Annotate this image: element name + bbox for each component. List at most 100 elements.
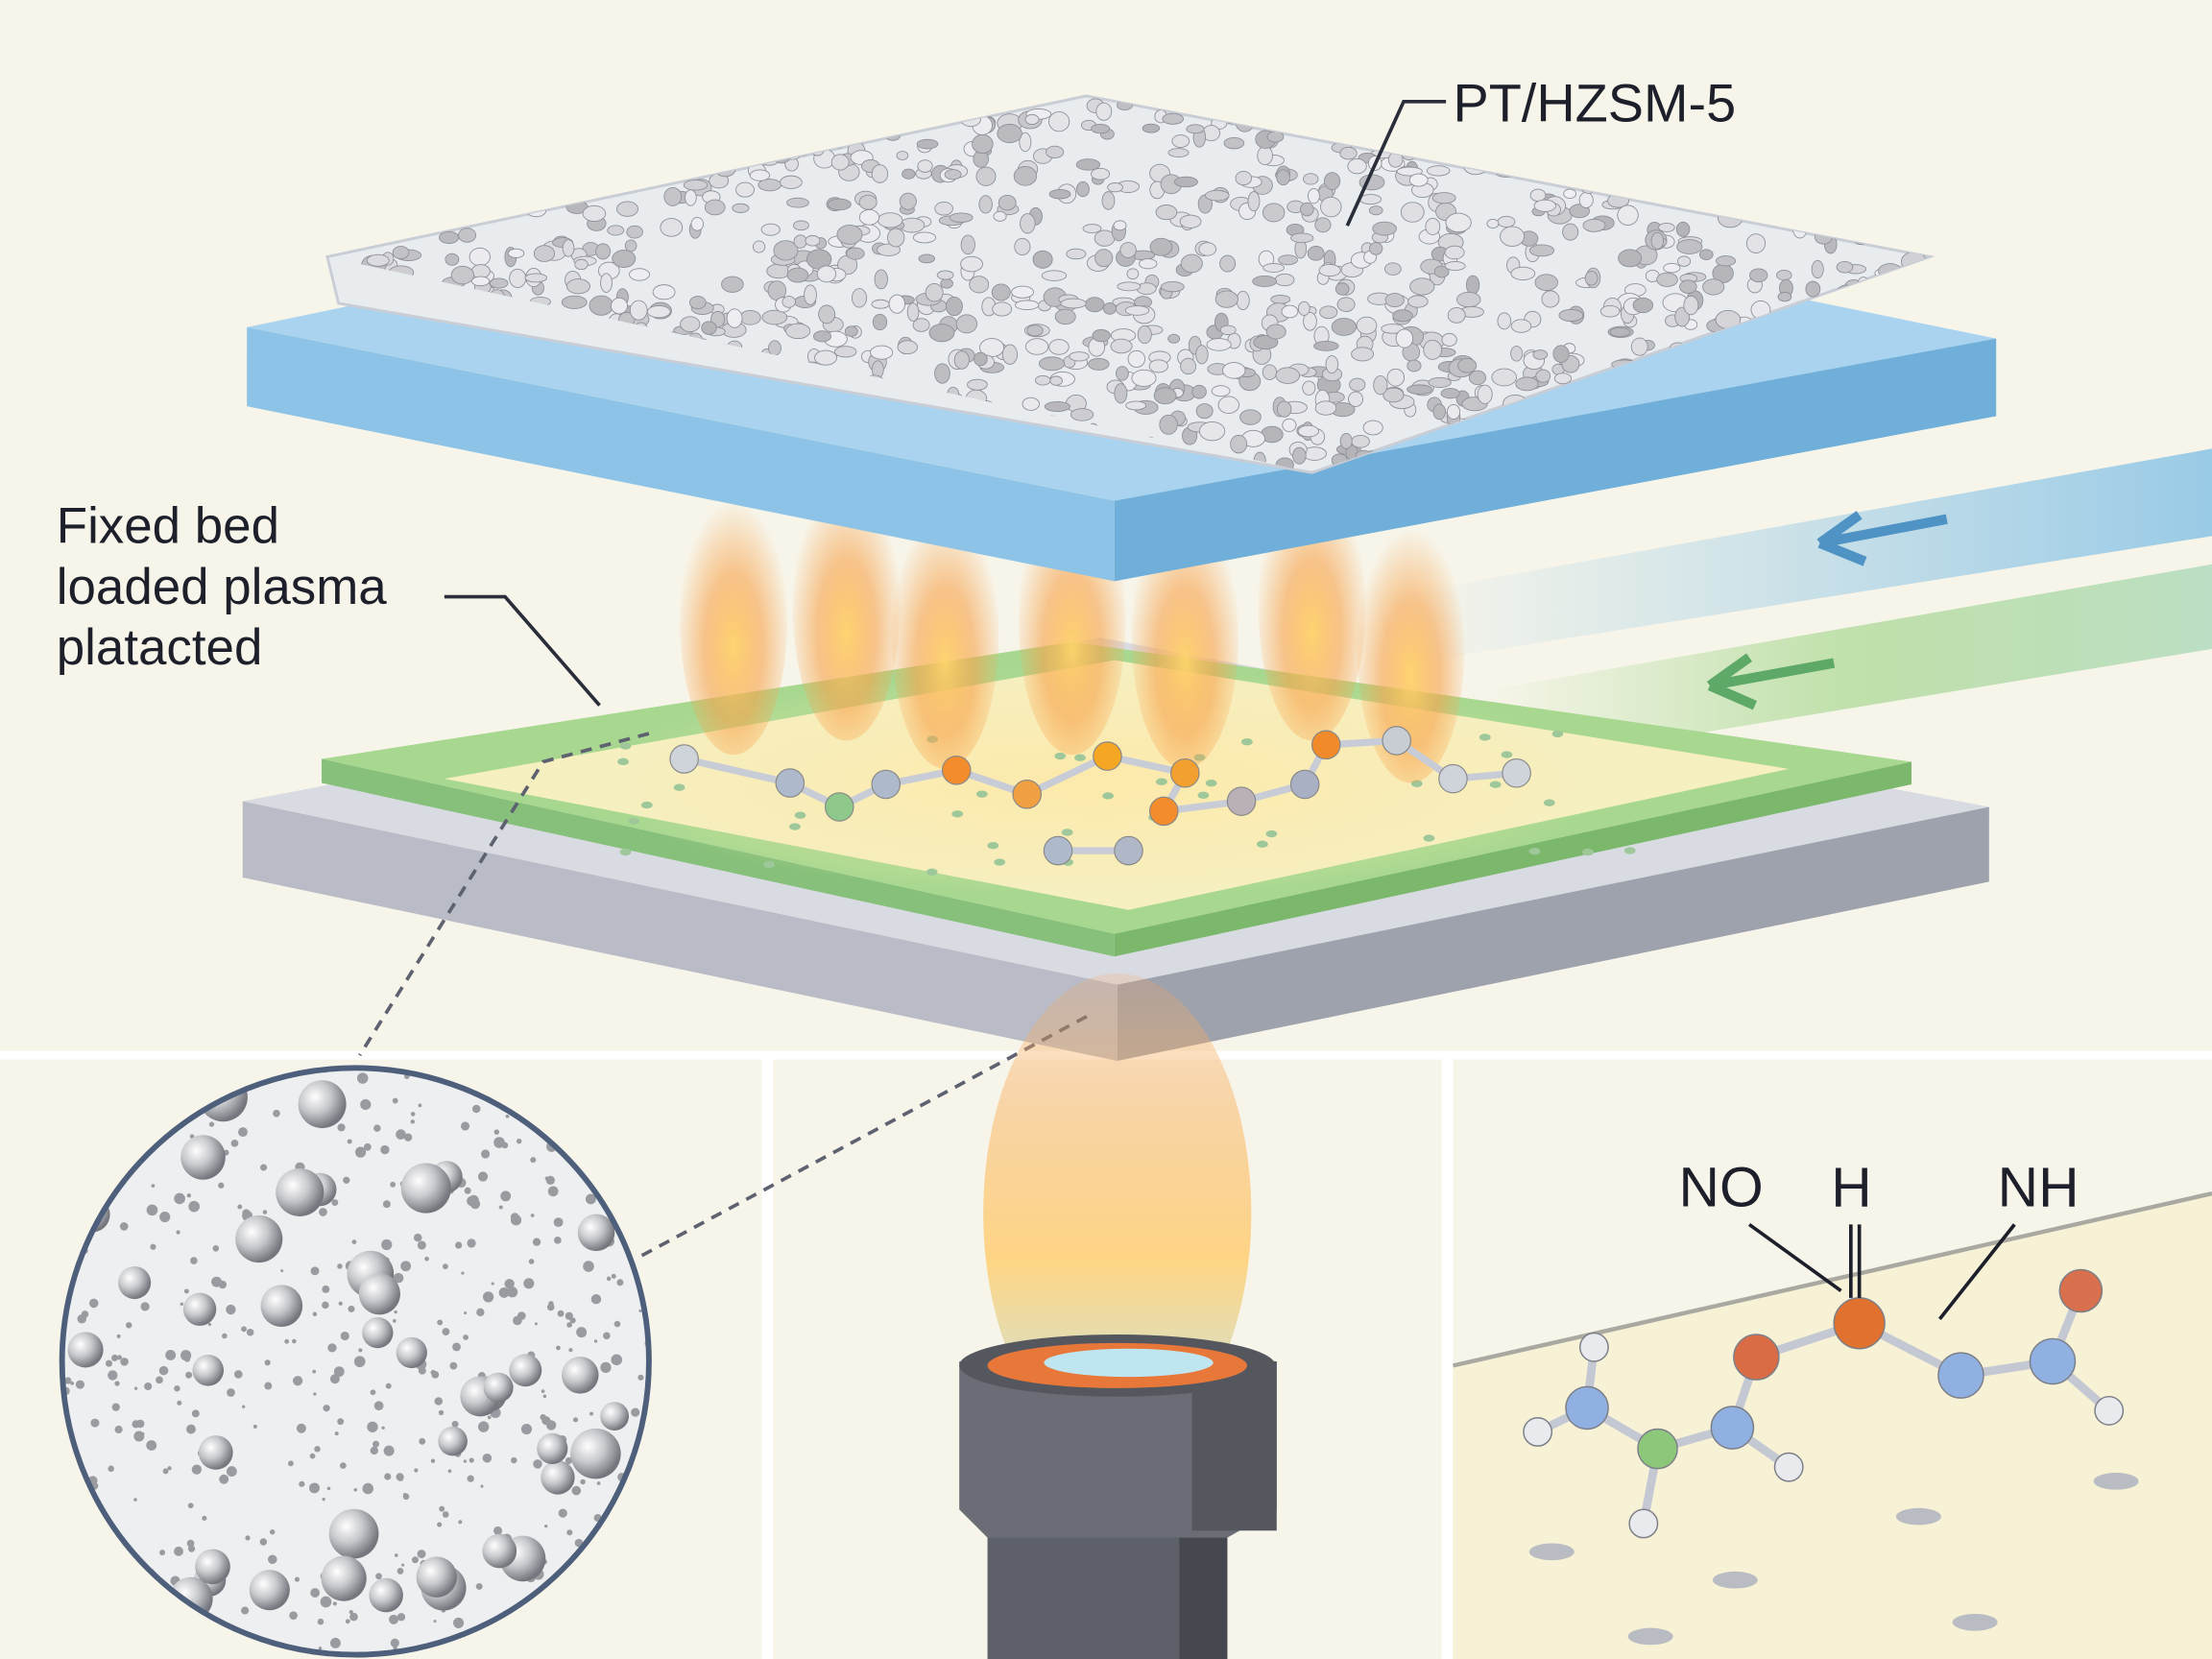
- granule: [474, 173, 492, 193]
- granule: [1276, 400, 1292, 418]
- granule: [410, 153, 437, 166]
- speck: [176, 1230, 180, 1235]
- speck: [137, 1144, 146, 1153]
- granule: [1794, 164, 1816, 180]
- speck: [463, 1459, 468, 1463]
- pt-particle: [562, 1357, 599, 1394]
- granule: [574, 167, 597, 184]
- granule: [934, 363, 950, 384]
- granule: [1859, 128, 1881, 145]
- speck: [453, 1617, 465, 1628]
- surface-pore: [1895, 1507, 1941, 1526]
- granule: [610, 297, 628, 315]
- atom: [1438, 763, 1468, 794]
- granule: [1751, 173, 1776, 183]
- granule: [1091, 123, 1111, 134]
- granule: [1137, 325, 1152, 345]
- granule: [1719, 189, 1740, 204]
- granule: [1351, 347, 1375, 362]
- granule: [1563, 188, 1577, 200]
- granule: [936, 270, 954, 280]
- granule: [1276, 169, 1290, 186]
- pt-particle: [577, 1214, 615, 1252]
- speck: [317, 1618, 325, 1625]
- speck: [139, 1612, 150, 1623]
- speck: [412, 1068, 422, 1071]
- panel-divider-right: [1441, 1059, 1454, 1659]
- granule: [1923, 469, 1931, 473]
- granule: [1070, 408, 1094, 421]
- granule: [1850, 186, 1872, 203]
- granule: [1497, 215, 1516, 228]
- granule: [339, 95, 366, 107]
- speck: [82, 1178, 92, 1189]
- speck: [402, 1492, 407, 1497]
- speck: [511, 1456, 517, 1464]
- granule: [624, 239, 637, 252]
- granule: [1761, 187, 1781, 206]
- speck: [437, 1319, 444, 1326]
- speck: [654, 1110, 662, 1118]
- granule: [1609, 327, 1631, 337]
- granule: [1198, 242, 1217, 256]
- granule: [1046, 145, 1065, 159]
- granule: [899, 192, 917, 210]
- granule: [359, 95, 374, 99]
- speck: [392, 1319, 397, 1323]
- granule: [396, 209, 411, 228]
- speck: [88, 1298, 99, 1309]
- catalyst-label: PT/HZSM-5: [1453, 72, 1736, 132]
- speck: [116, 1334, 121, 1338]
- speck: [226, 1304, 236, 1315]
- granule: [1060, 298, 1087, 309]
- speck: [162, 1468, 169, 1475]
- speck: [143, 1596, 150, 1602]
- speck: [299, 1480, 305, 1487]
- speck: [233, 1370, 243, 1379]
- granule: [616, 201, 639, 217]
- pt-particle: [578, 1609, 613, 1645]
- granule: [476, 96, 491, 115]
- granule: [760, 223, 781, 236]
- granule: [1911, 131, 1931, 150]
- atom: [2094, 1395, 2125, 1426]
- granule: [1857, 222, 1877, 243]
- granule: [565, 278, 590, 295]
- granule: [1875, 117, 1894, 135]
- granule: [1119, 242, 1137, 258]
- granule: [1558, 308, 1584, 323]
- granule: [1683, 295, 1699, 316]
- surface-pore: [1952, 1613, 1998, 1631]
- speck: [94, 1084, 101, 1092]
- granule: [396, 95, 421, 98]
- speck: [631, 1407, 640, 1417]
- granule: [1266, 131, 1285, 143]
- speck: [338, 1301, 343, 1306]
- speck: [212, 1245, 220, 1252]
- granule: [1552, 345, 1570, 363]
- granule: [912, 318, 930, 332]
- speck: [544, 1176, 549, 1181]
- granule: [1863, 223, 1878, 243]
- granule: [494, 130, 517, 149]
- granule: [1054, 308, 1076, 325]
- granule: [1610, 181, 1633, 197]
- bed-pore: [1489, 781, 1502, 788]
- granule: [363, 140, 378, 156]
- speck: [337, 1123, 346, 1132]
- granule: [1368, 205, 1383, 216]
- granule: [1606, 161, 1625, 179]
- granule: [1407, 295, 1429, 308]
- surface-pore: [2093, 1473, 2139, 1490]
- speck: [449, 1361, 458, 1370]
- granule: [1699, 166, 1726, 186]
- speck: [97, 1633, 104, 1640]
- pt-particle: [358, 1273, 400, 1315]
- speck: [636, 1140, 645, 1150]
- pt-particle: [535, 1089, 586, 1140]
- speck: [533, 1459, 542, 1469]
- speck: [612, 1576, 620, 1584]
- speck: [493, 1137, 505, 1148]
- speck: [638, 1309, 642, 1312]
- granule: [1679, 164, 1701, 177]
